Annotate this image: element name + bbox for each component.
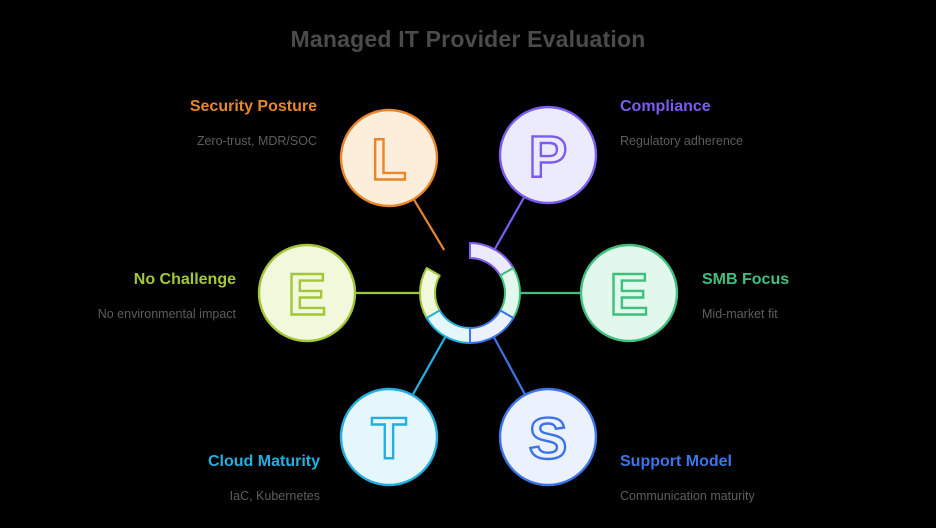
label-title-smb-focus: SMB Focus (702, 271, 790, 288)
hub-segment-support-model (469, 309, 515, 344)
node-circle-support-model[interactable] (498, 387, 598, 487)
label-subtitle-no-challenge: No environmental impact (97, 307, 236, 321)
connector-cloud-maturity (411, 336, 447, 396)
label-subtitle-compliance: Regulatory adherence (620, 134, 743, 148)
label-title-no-challenge: No Challenge (133, 271, 236, 288)
connector-security-posture (413, 198, 445, 251)
node-letter-smb-focus: E (610, 263, 649, 328)
node-circles: L P E E T S (257, 105, 679, 487)
connector-compliance (493, 196, 525, 250)
label-title-security-posture: Security Posture (189, 98, 317, 115)
node-circle-security-posture[interactable] (339, 108, 439, 208)
label-subtitle-smb-focus: Mid-market fit (702, 307, 778, 321)
node-letter-cloud-maturity: T (371, 407, 406, 472)
connector-support-model (493, 336, 526, 396)
label-title-cloud-maturity: Cloud Maturity (208, 453, 320, 470)
node-letter-support-model: S (529, 407, 568, 472)
hub-segment-cloud-maturity (425, 309, 471, 344)
node-letter-compliance: P (529, 125, 568, 190)
node-circle-no-challenge[interactable] (257, 243, 357, 343)
node-letter-no-challenge: E (288, 263, 327, 328)
label-subtitle-support-model: Communication maturity (620, 489, 755, 503)
connector-lines (354, 196, 582, 396)
label-title-compliance: Compliance (620, 98, 711, 115)
label-title-support-model: Support Model (620, 453, 732, 470)
node-circle-compliance[interactable] (498, 105, 598, 205)
hub-segment-smb-focus (499, 267, 521, 319)
node-letter-security-posture: L (371, 128, 406, 193)
label-subtitle-security-posture: Zero-trust, MDR/SOC (196, 134, 317, 148)
node-circle-smb-focus[interactable] (579, 243, 679, 343)
hub-segment-no-challenge (419, 267, 441, 319)
center-ring (419, 242, 521, 344)
label-subtitle-cloud-maturity: IaC, Kubernetes (229, 489, 320, 503)
node-circle-cloud-maturity[interactable] (339, 387, 439, 487)
page-title: Managed IT Provider Evaluation (290, 26, 646, 52)
